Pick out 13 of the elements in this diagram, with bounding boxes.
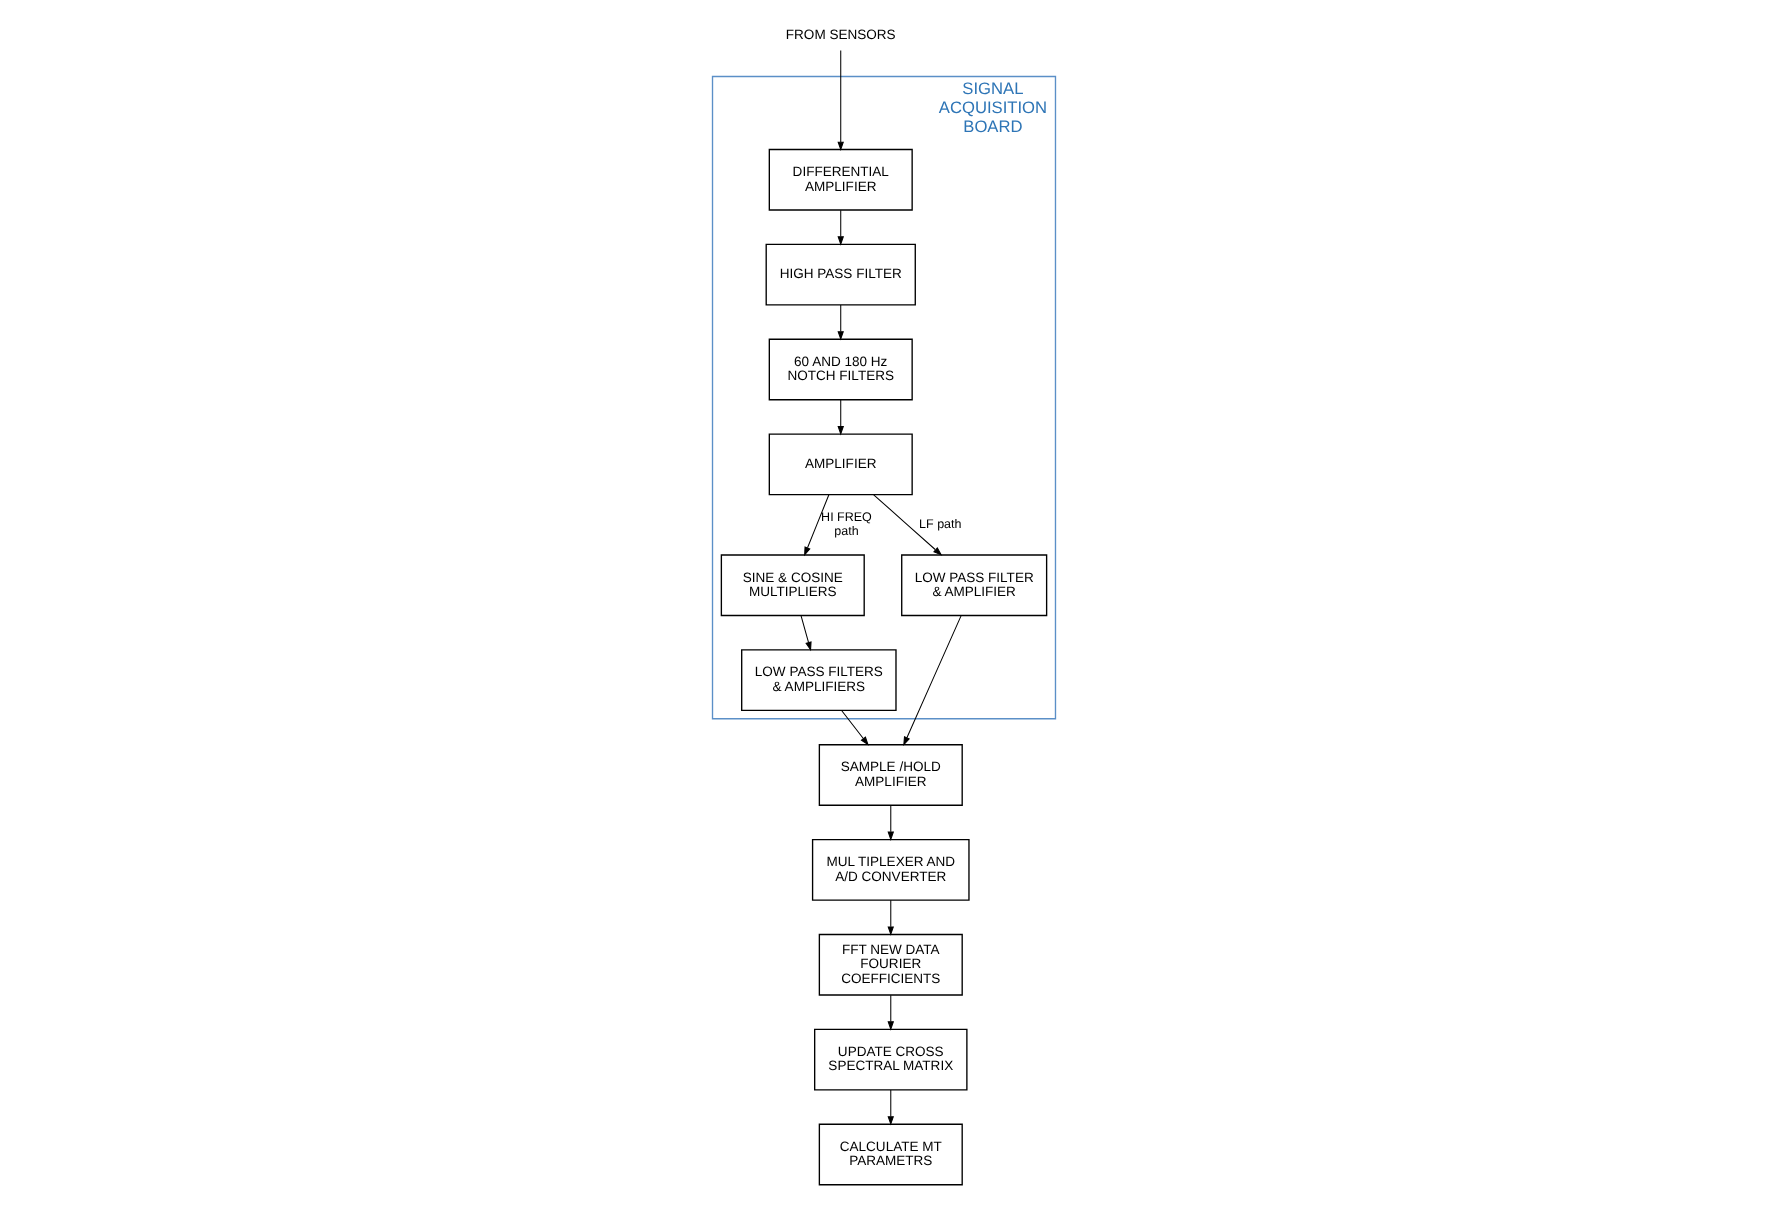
arrow	[886, 994, 894, 1031]
arrow	[836, 50, 844, 152]
arrow	[840, 710, 868, 746]
arrow	[872, 494, 942, 556]
arrow	[886, 899, 894, 936]
arrow	[886, 804, 894, 841]
arrow	[886, 1089, 894, 1126]
arrow	[836, 399, 844, 436]
arrow	[836, 209, 844, 246]
arrow	[902, 615, 961, 746]
arrow	[836, 304, 844, 341]
arrow	[803, 494, 829, 557]
arrow	[799, 615, 811, 652]
